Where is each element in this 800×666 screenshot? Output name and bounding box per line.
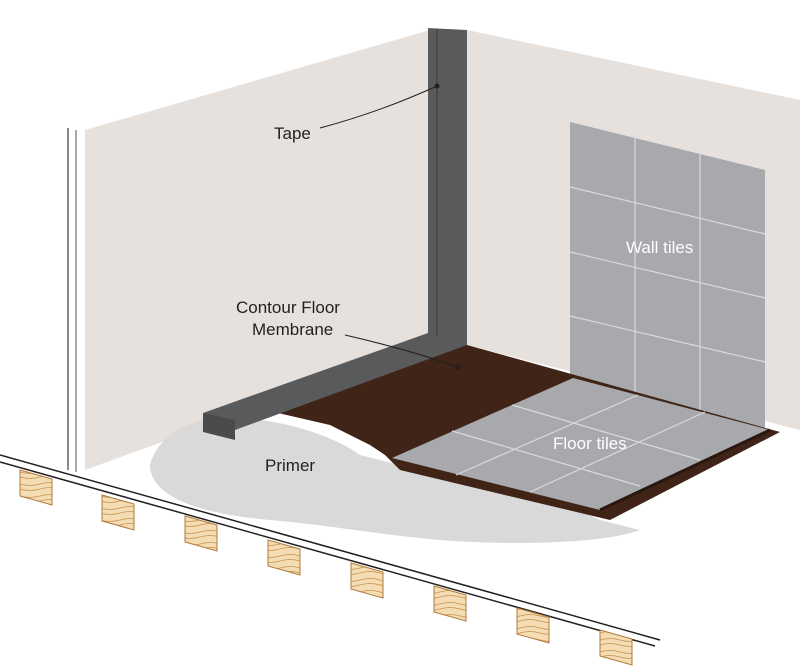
primer-area	[150, 417, 640, 543]
joist	[350, 562, 384, 599]
joist	[19, 469, 53, 506]
left-wall	[85, 30, 430, 470]
floor-edge	[599, 428, 771, 512]
joist	[599, 629, 633, 666]
joist	[184, 515, 218, 552]
base-tape-front	[203, 413, 235, 440]
base-tape	[203, 333, 467, 432]
membrane-leader-line	[344, 334, 459, 368]
floor-tiles	[392, 378, 770, 510]
wall-tiles-label: Wall tiles	[626, 238, 693, 257]
tape-label: Tape	[274, 124, 311, 143]
floor-joists	[19, 469, 633, 666]
membrane-label-line2: Membrane	[252, 320, 333, 339]
subfloor-bottom	[0, 461, 656, 647]
joist	[101, 494, 135, 531]
tape-leader-dot	[434, 83, 440, 89]
joist	[433, 585, 467, 622]
joist	[267, 539, 301, 576]
membrane-leader-dot	[455, 364, 461, 370]
primer-label: Primer	[265, 456, 315, 475]
subfloor-top	[0, 454, 661, 641]
floor-tiles-label: Floor tiles	[553, 434, 627, 453]
corner-tape	[428, 28, 467, 345]
leader-lines	[319, 83, 461, 370]
tape-leader-line	[319, 85, 438, 129]
wall-tiles	[569, 122, 766, 430]
joist	[516, 607, 550, 644]
membrane-label-line1: Contour Floor	[236, 298, 340, 317]
